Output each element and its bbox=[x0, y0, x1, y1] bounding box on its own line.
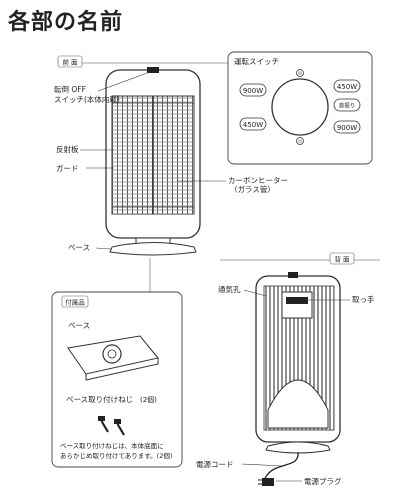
front-header-box bbox=[57, 55, 83, 68]
page-title: 各部の名前 bbox=[8, 10, 124, 35]
accessories-screws-label: ベース取り付けねじ bbox=[66, 394, 133, 404]
label-power-cord: 電源コード bbox=[196, 460, 234, 469]
switch-panel: 運転スイッチ 切 切 900W 450W 450W 首振り 900W bbox=[227, 51, 373, 165]
accessories-panel: 付属品 ベース ベース取り付けねじ (2個) ベース取り付けねじは、本体底面に … bbox=[51, 291, 183, 468]
switch-option-left-bottom: 450W bbox=[243, 121, 263, 129]
switch-option-top: 切 bbox=[298, 71, 302, 76]
label-tip-switch-1: 転倒 OFF bbox=[54, 84, 86, 94]
switch-option-bottom: 切 bbox=[298, 139, 302, 144]
label-base: ベース bbox=[68, 243, 90, 252]
back-header: 背 面 bbox=[334, 255, 350, 264]
back-view: 背 面 通気孔 取っ手 電源コード 電源プラグ bbox=[196, 252, 380, 486]
switch-option-right-bottom: 900W bbox=[337, 124, 357, 132]
screw-icon bbox=[114, 419, 125, 436]
label-carbon-heater-2: （ガラス管） bbox=[230, 184, 275, 194]
tip-over-switch-knob bbox=[147, 67, 159, 73]
front-base bbox=[109, 242, 197, 256]
accessories-frame bbox=[51, 291, 183, 468]
switch-panel-title: 運転スイッチ bbox=[234, 57, 279, 66]
switch-option-right-top: 450W bbox=[337, 83, 357, 91]
power-plug-icon bbox=[262, 478, 274, 486]
back-base bbox=[265, 441, 331, 454]
label-guard: ガード bbox=[56, 163, 79, 173]
front-view: 前 面 転倒 OFF スイッチ(本体内蔵) 反射板 ガード カーボンヒーター （… bbox=[54, 55, 288, 256]
label-reflector: 反射板 bbox=[56, 144, 79, 154]
accessories-header: 付属品 bbox=[65, 298, 85, 307]
accessories-screws-count: (2個) bbox=[140, 395, 157, 404]
accessories-base-label: ベース bbox=[68, 321, 90, 330]
label-handle: 取っ手 bbox=[352, 294, 375, 304]
label-power-plug: 電源プラグ bbox=[304, 476, 342, 486]
power-cord bbox=[264, 451, 299, 484]
label-vent: 通気孔 bbox=[218, 284, 241, 294]
switch-dial bbox=[271, 78, 329, 136]
screw-icon bbox=[98, 416, 109, 433]
label-tip-switch-2: スイッチ(本体内蔵) bbox=[54, 94, 120, 104]
accessories-note-2: あらかじめ取り付けてあります。(2個) bbox=[60, 451, 172, 460]
back-cutout bbox=[267, 379, 329, 429]
switch-option-left-top: 900W bbox=[243, 87, 263, 95]
label-carbon-heater-1: カーボンヒーター bbox=[228, 176, 288, 185]
switch-option-right-middle: 首振り bbox=[339, 102, 356, 110]
back-handle bbox=[281, 291, 313, 319]
accessories-note-1: ベース取り付けねじは、本体底面に bbox=[60, 441, 164, 450]
front-header: 前 面 bbox=[62, 58, 78, 67]
